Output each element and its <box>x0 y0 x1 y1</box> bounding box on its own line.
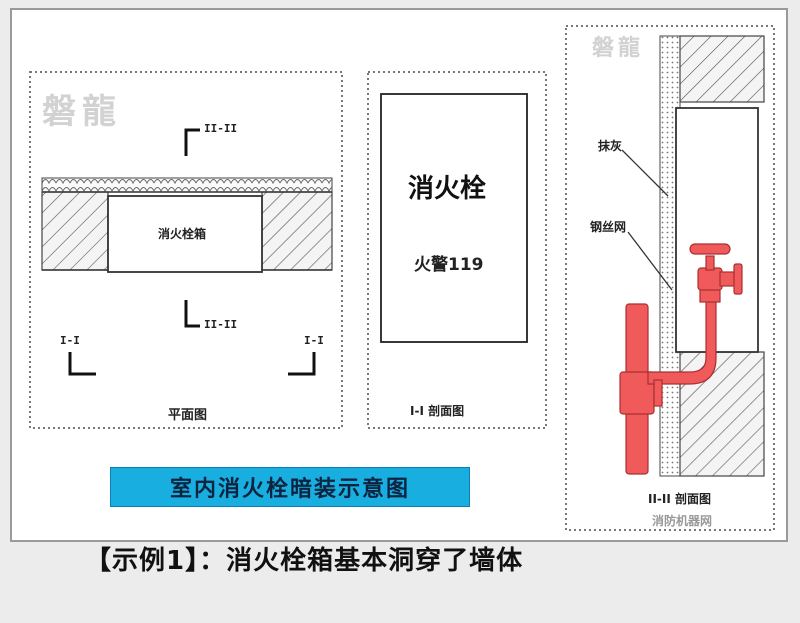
section-ii-wall-top <box>679 35 765 103</box>
plan-hydrant-box <box>107 195 263 273</box>
section-i-title: 消火栓 <box>408 174 487 204</box>
hydrant-pipe-assembly <box>619 243 743 475</box>
plan-panel-frame <box>29 71 343 429</box>
plan-wall-finish <box>41 177 333 193</box>
watermark-plan: 磐龍 <box>42 92 122 132</box>
leader-plaster <box>621 149 669 197</box>
plan-cut-mark-top <box>184 128 200 156</box>
source-credit: 消防机器网 <box>652 514 713 528</box>
plan-wall-right <box>261 191 333 271</box>
diagram-title-banner: 室内消火栓暗装示意图 <box>110 467 470 507</box>
plan-view-label: 平面图 <box>168 408 208 423</box>
leader-mesh <box>627 231 673 291</box>
section-i-view-label: I-I 剖面图 <box>410 404 465 418</box>
plan-cut-mark-bottom <box>184 300 200 328</box>
section-ii-view-label: II-II 剖面图 <box>648 492 712 506</box>
section-i-panel-frame <box>367 71 547 429</box>
plan-wall-left <box>41 191 109 271</box>
plan-mark-ii-bottom: II-II <box>204 318 238 331</box>
section-i-phone: 火警119 <box>414 255 484 275</box>
section-ii-wall-bottom <box>679 351 765 477</box>
plan-cut-mark-right <box>288 352 316 376</box>
example-caption: 【示例1】：消火栓箱基本洞穿了墙体 <box>85 546 524 576</box>
section-ii-label-plaster: 抹灰 <box>598 139 623 153</box>
watermark-section-ii: 磐龍 <box>592 36 645 61</box>
section-ii-hydrant-box <box>675 107 759 353</box>
plan-cut-mark-left <box>68 352 96 376</box>
section-i-hydrant-door <box>380 93 528 343</box>
section-ii-label-mesh: 钢丝网 <box>590 220 627 234</box>
plan-mark-i-left: I-I <box>60 334 80 347</box>
section-ii-panel-frame <box>565 25 775 531</box>
plan-box-label: 消火栓箱 <box>158 227 207 241</box>
plan-mark-ii-top: II-II <box>204 122 238 135</box>
plan-mark-i-right: I-I <box>304 334 324 347</box>
